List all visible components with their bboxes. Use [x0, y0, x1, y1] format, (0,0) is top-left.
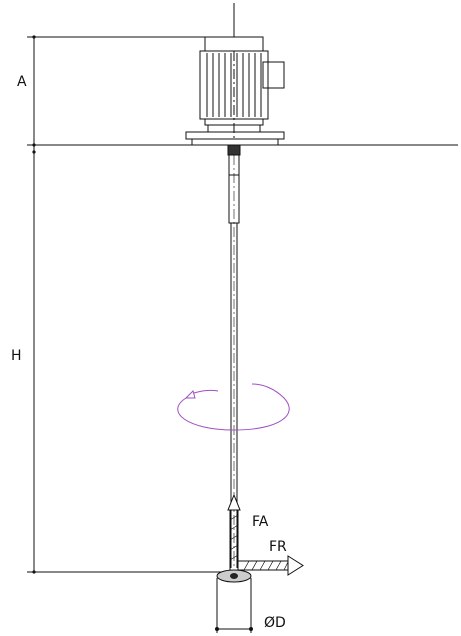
- axial-force-label: FA: [252, 514, 269, 530]
- radial-force-arrowhead: [287, 555, 304, 576]
- axial-force-arrow: [227, 493, 241, 570]
- motor: [185, 3, 285, 146]
- radial-force-arrow: [238, 555, 304, 576]
- radial-force-hatching: [243, 560, 289, 571]
- rotation-arrow-path: [177, 383, 290, 431]
- dimension-h-label: H: [11, 348, 22, 364]
- dimension-a-top-tick: [32, 35, 36, 39]
- flange-gasket: [191, 138, 279, 146]
- dimension-diameter: [215, 578, 253, 633]
- motor-cooling-fins: [206, 53, 262, 117]
- diameter-label: ØD: [264, 615, 286, 631]
- shaft-coupling: [227, 144, 241, 156]
- motor-top-cap: [204, 36, 264, 52]
- rotation-arrow-tail: [193, 389, 219, 394]
- rotation-arrow-head: [184, 390, 196, 399]
- axial-force-hatching: [229, 514, 239, 561]
- dimension-h: H: [11, 145, 222, 574]
- axial-force-arrowhead: [227, 493, 241, 511]
- motor-terminal-box: [262, 61, 285, 89]
- dimension-a: A: [17, 35, 205, 147]
- impeller: [216, 569, 252, 583]
- dimension-a-label: A: [17, 74, 27, 90]
- mounting-flange: [185, 131, 285, 140]
- rotation-arrow: [177, 383, 290, 431]
- impeller-hub: [230, 573, 238, 579]
- dimension-h-top-tick: [32, 150, 36, 154]
- radial-force-label: FR: [269, 539, 287, 555]
